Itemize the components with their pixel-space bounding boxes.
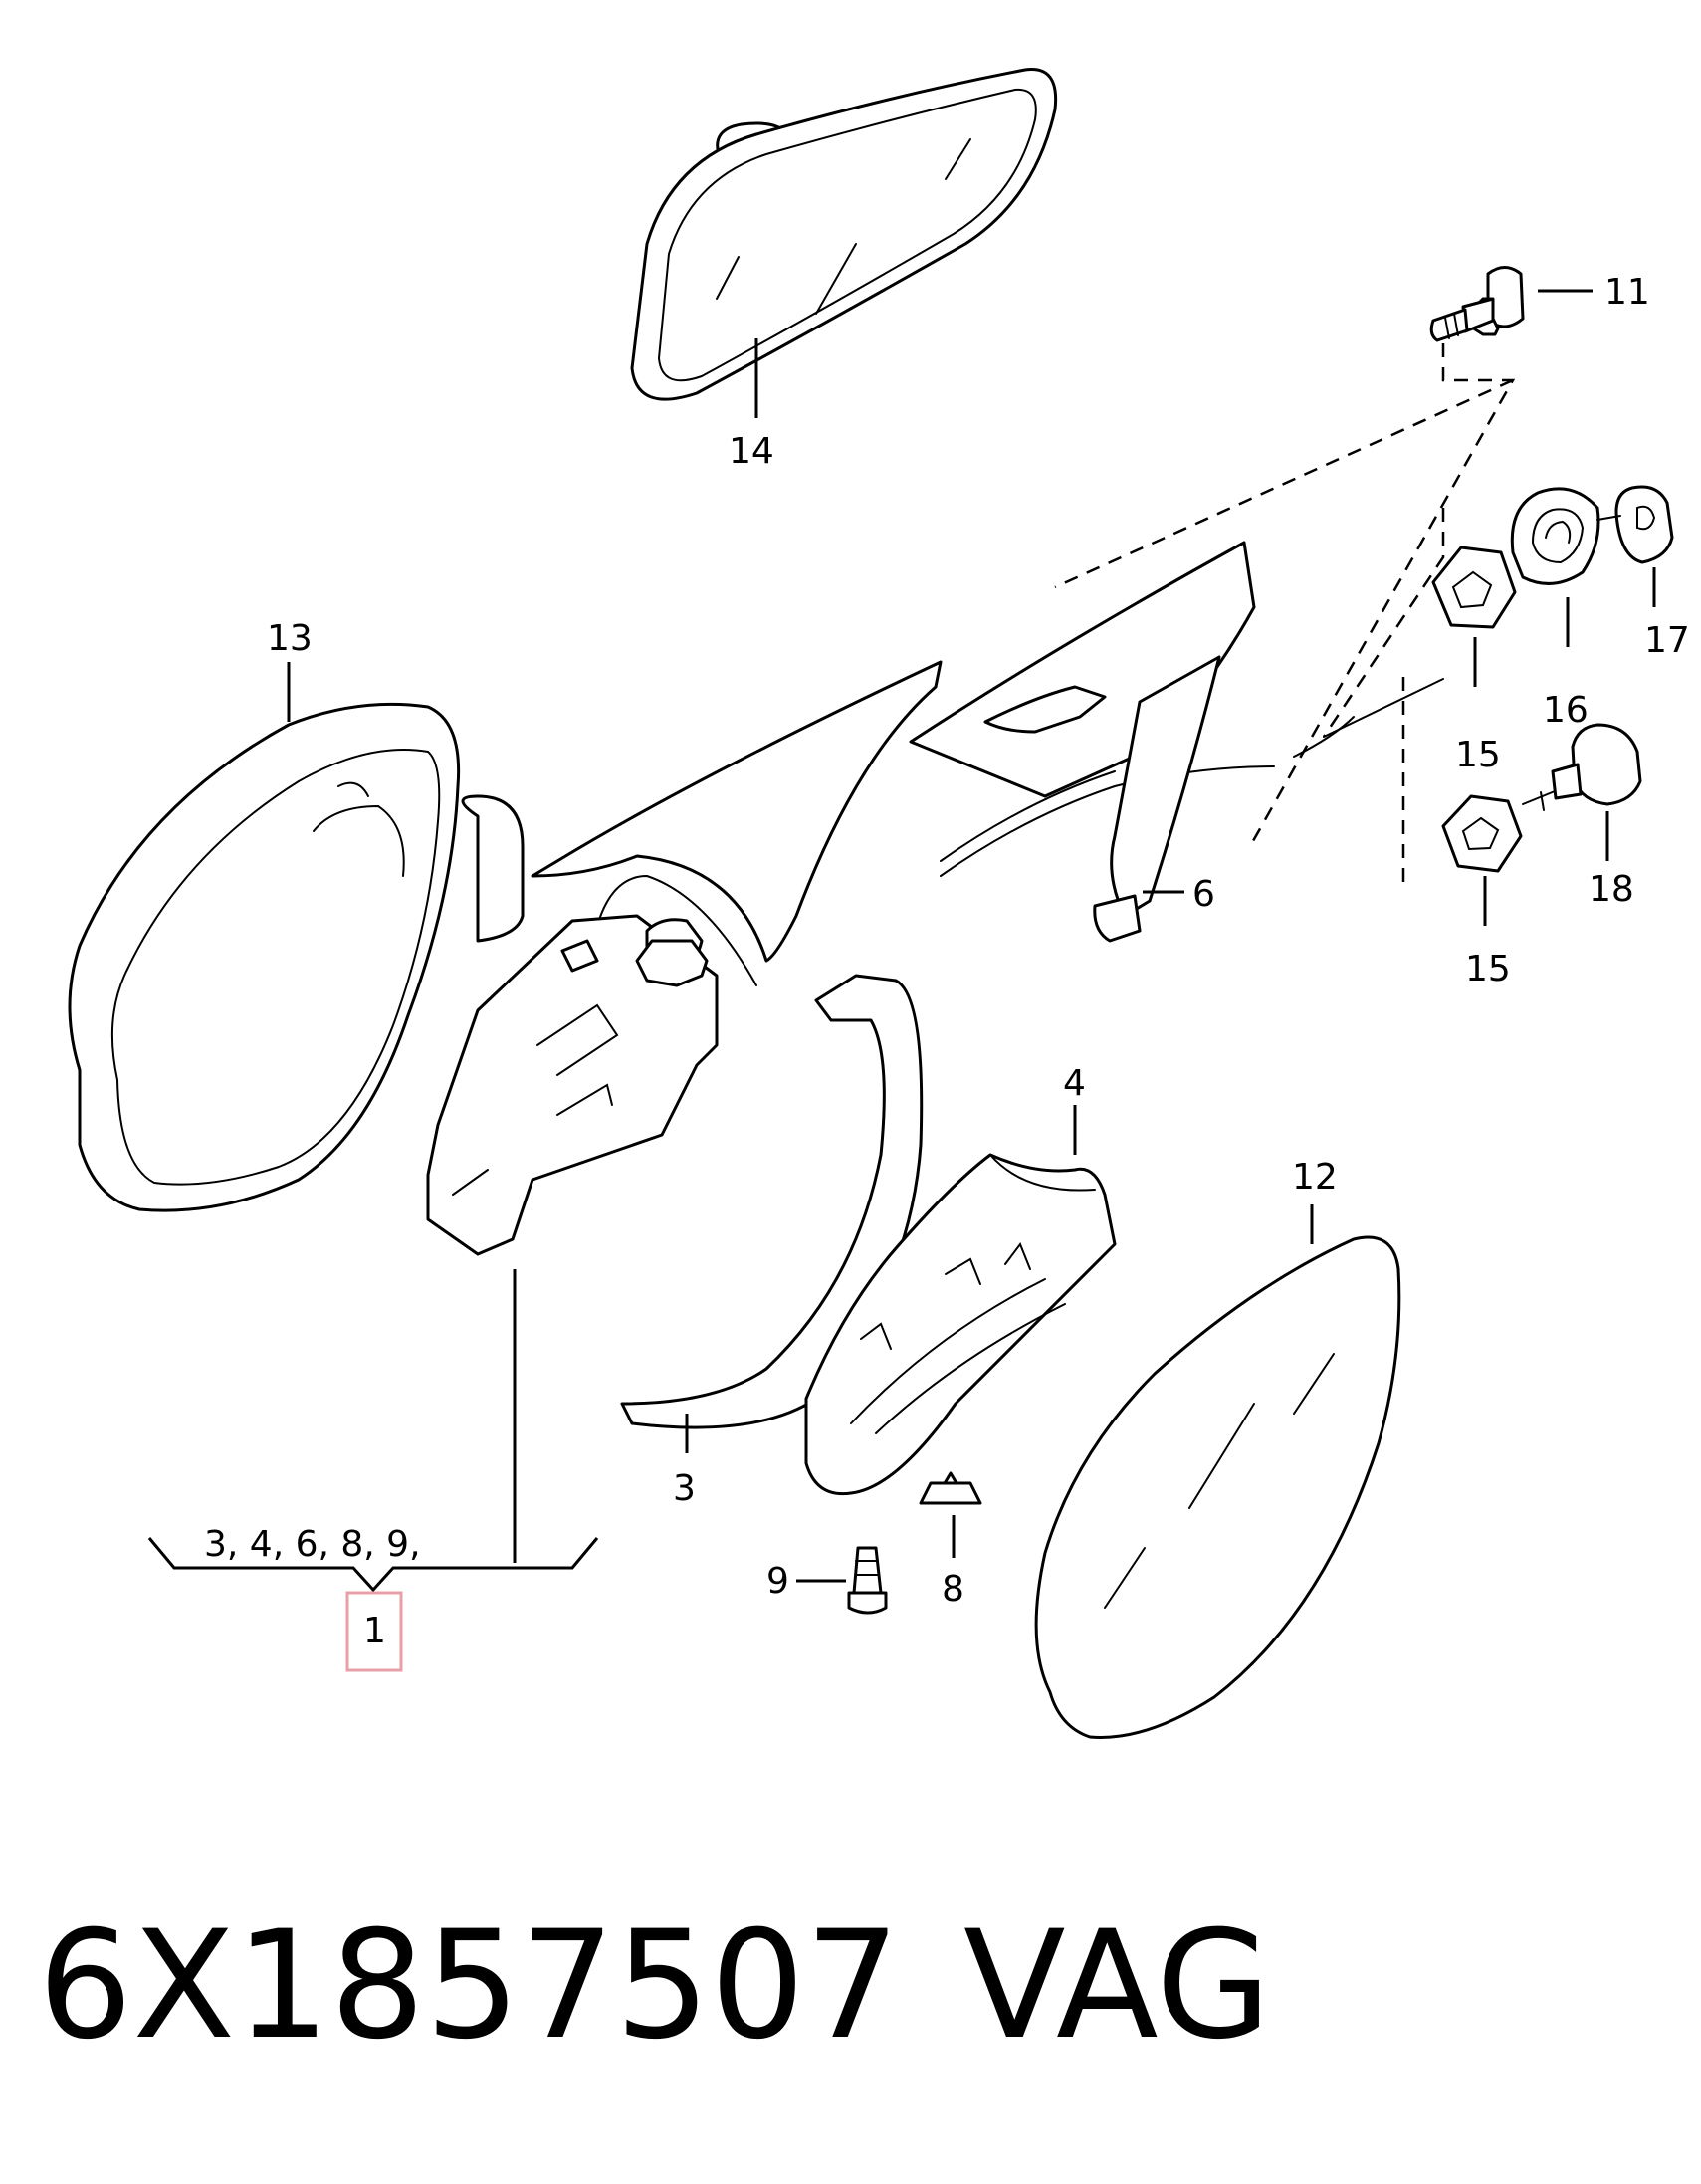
callout-11: 11 [1604,272,1650,313]
callout-6: 6 [1192,874,1215,915]
part-16-spring-washer [1510,487,1600,585]
assembly-contents-list: 3, 4, 6, 8, 9, [204,1524,421,1565]
callout-18: 18 [1589,869,1634,910]
part-1-mirror-adjuster [426,914,719,1256]
callout-1: 1 [363,1611,386,1651]
callout-8: 8 [942,1569,964,1610]
part-6-trim-triangle [1093,655,1221,943]
callout-13: 13 [267,618,313,659]
callout-3: 3 [673,1468,696,1509]
callout-16: 16 [1543,690,1589,731]
part-17-cap [1596,485,1674,564]
callout-9: 9 [766,1561,789,1602]
callout-12: 12 [1292,1157,1338,1198]
callout-15a: 15 [1455,735,1501,775]
part-15-nut-lower [1441,794,1523,873]
part-13-mirror-housing [68,702,525,1212]
brand-name: VAG [963,1899,1272,2073]
part-18-bushing [1522,723,1642,811]
part-15-nut-upper [1323,546,1517,738]
part-4-lower-cover [804,1153,1117,1496]
callout-17: 17 [1644,620,1690,661]
assembly-bracket [147,1537,599,1593]
part-12-mirror-glass [1034,1235,1401,1739]
part-9-screw [847,1546,888,1615]
callout-15b: 15 [1465,949,1511,989]
part-number: 6X1857507 [38,1899,901,2073]
exploded-reference-lines [1054,343,1516,891]
callout-1-highlight [345,1591,403,1672]
part-11-bolt [1429,266,1525,342]
callout-4: 4 [1063,1063,1086,1104]
part-14-interior-mirror [630,68,1058,401]
part-8-clip [919,1471,982,1505]
part-mirror-base-frame [531,541,1355,986]
callout-14: 14 [729,431,774,472]
exploded-parts-diagram: 14 11 13 6 [68,68,1690,1739]
